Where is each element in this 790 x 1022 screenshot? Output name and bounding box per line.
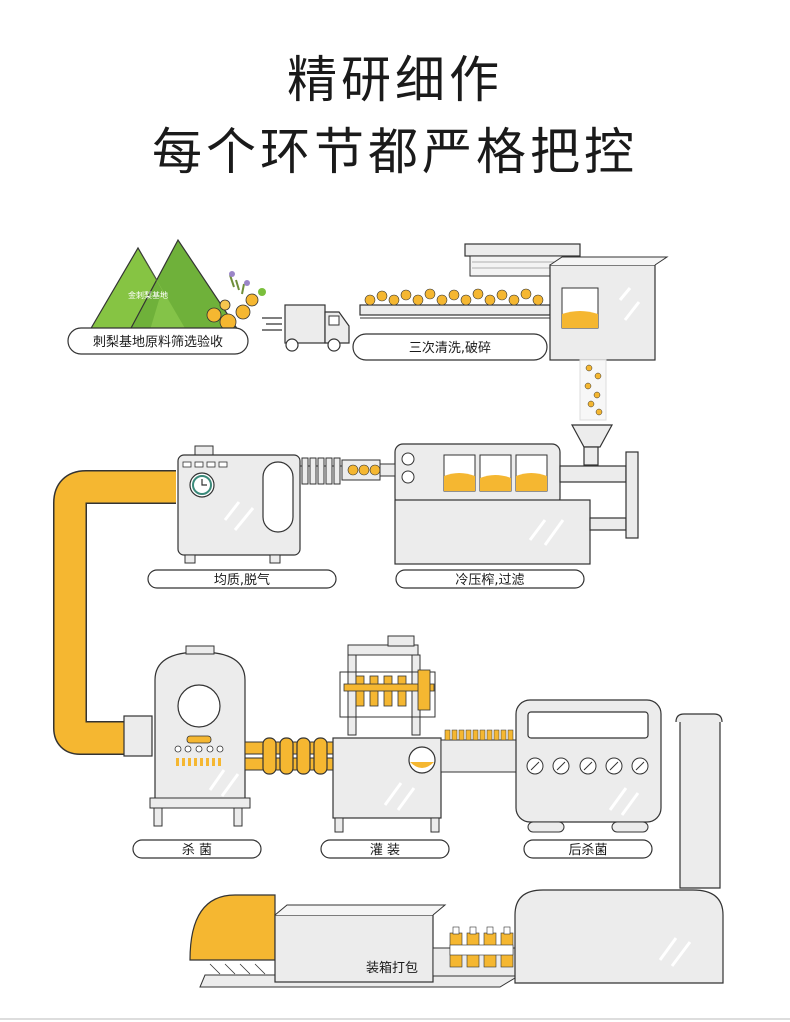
step-pack-label: 装箱打包	[366, 960, 418, 976]
chute	[675, 713, 723, 889]
packing-area	[189, 889, 724, 988]
mountain-label: 金刺梨基地	[128, 290, 168, 300]
step-fill-label: 灌 装	[370, 843, 400, 858]
bottles	[449, 926, 514, 968]
step-wash-label: 三次清洗,破碎	[409, 340, 491, 356]
step-homog-label: 均质,脱气	[214, 572, 270, 588]
press-chambers	[443, 454, 548, 492]
step-raw-label: 刺梨基地原料筛选验收	[93, 334, 223, 350]
step-steril-label: 杀 菌	[182, 843, 212, 858]
label-pill-steril	[132, 839, 262, 859]
label-pill-wash	[352, 333, 548, 361]
label-pill-raw	[67, 327, 249, 355]
step-press-label: 冷压榨,过滤	[455, 572, 524, 588]
page-title-line2: 每个环节都严格把控	[152, 123, 638, 181]
step-post-label: 后杀菌	[568, 843, 607, 858]
post-sterilizer-machine	[515, 699, 662, 833]
label-pill-post	[523, 839, 653, 859]
label-pill-press	[395, 569, 585, 589]
homogenizer-machine	[177, 445, 301, 564]
bottom-divider	[0, 1018, 790, 1020]
sterilizer-machine	[149, 645, 251, 827]
page-title-line1: 精研细作	[287, 51, 503, 109]
filling-machine	[332, 635, 442, 833]
truck-icon	[262, 304, 350, 352]
yellow-pipe	[53, 470, 176, 757]
bottle-conveyor	[440, 729, 518, 773]
label-pill-fill	[320, 839, 450, 859]
mountain-base-illustration: 金刺梨基地	[88, 238, 266, 331]
coil-pipe	[244, 737, 346, 775]
connector-pipe-top	[300, 457, 396, 485]
cold-press-machine	[394, 424, 639, 565]
washing-machine	[359, 243, 669, 361]
falling-fruit-chunks	[579, 359, 607, 421]
label-pill-homog	[147, 569, 337, 589]
flower-icon	[206, 271, 266, 331]
